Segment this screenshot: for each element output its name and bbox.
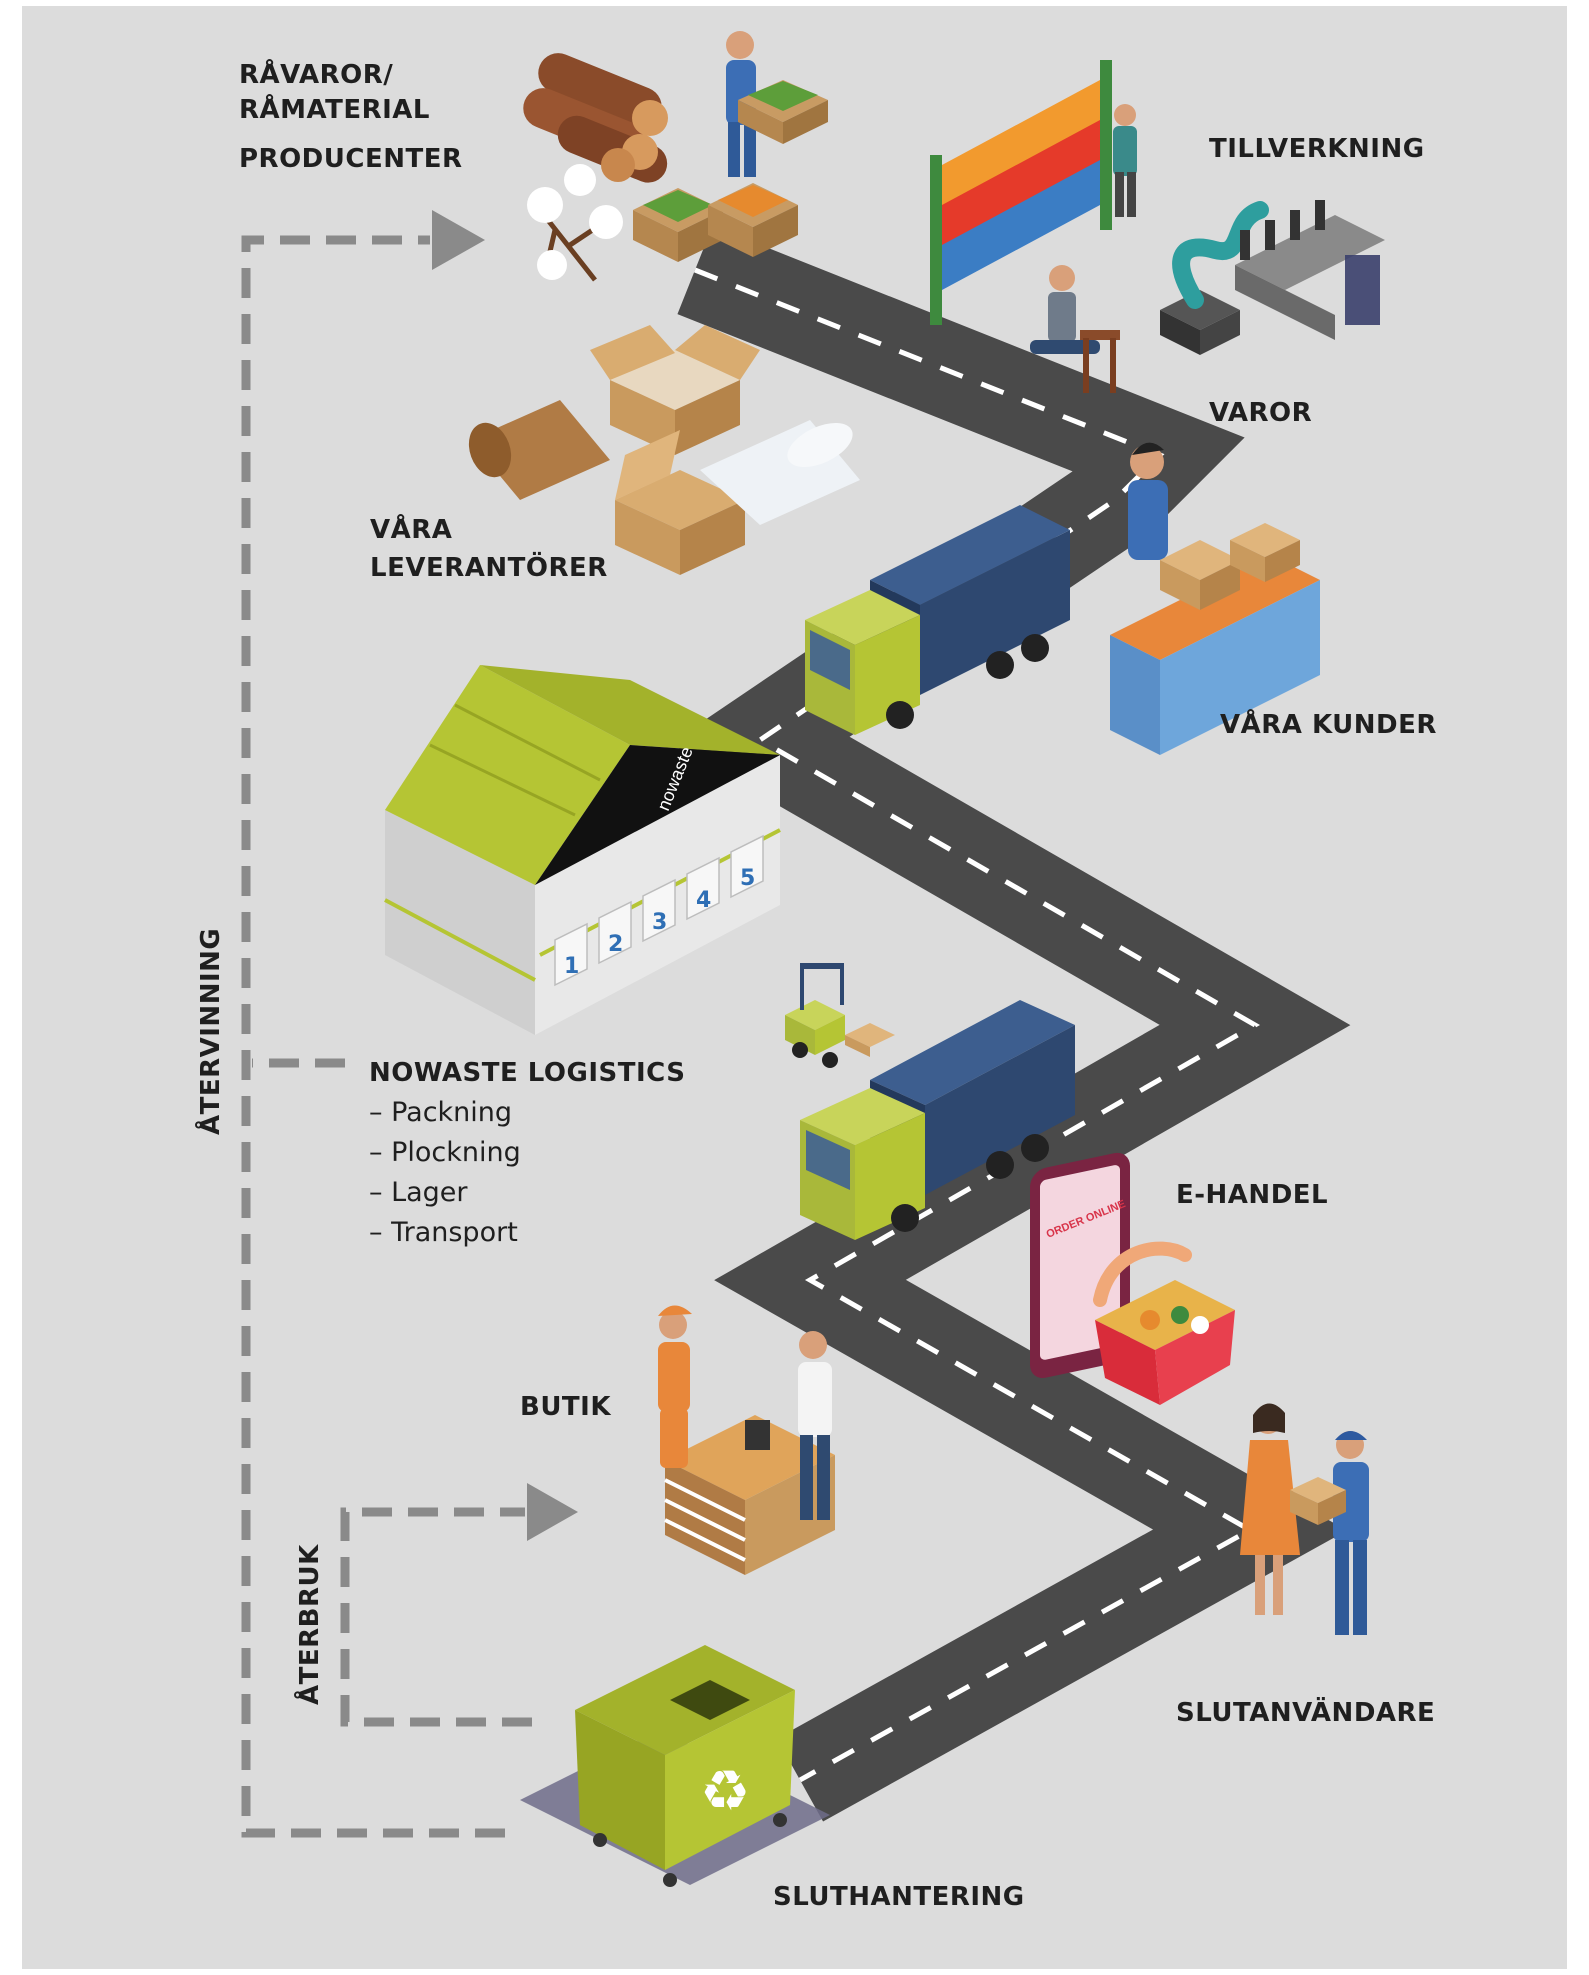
cardboard-box-icon: [590, 325, 760, 575]
label-raw-materials-2: RÅMATERIAL: [239, 95, 430, 125]
service-item: – Plockning: [369, 1137, 521, 1168]
recycling-arrowhead: [432, 210, 485, 270]
label-customers: VÅRA KUNDER: [1220, 710, 1437, 740]
warehouse-door-number: 5: [740, 866, 755, 891]
cashier-icon: [658, 1305, 835, 1575]
farmer-icon: [633, 31, 828, 262]
shopping-basket-icon: [1093, 1241, 1235, 1405]
service-item: – Lager: [369, 1177, 468, 1208]
reuse-arrowhead: [527, 1483, 578, 1541]
truck-icon: [800, 1000, 1075, 1240]
label-goods: VAROR: [1209, 398, 1313, 428]
label-shop: BUTIK: [520, 1392, 611, 1422]
customer-desk-icon: [1110, 442, 1320, 755]
warehouse-door: [642, 878, 676, 943]
carpenter-icon: [1030, 265, 1120, 393]
recycle-icon: ♻: [700, 1759, 750, 1824]
forklift-icon: [785, 963, 895, 1068]
bubble-wrap-icon: [700, 420, 860, 525]
label-company: NOWASTE LOGISTICS: [369, 1058, 686, 1088]
delivery-people-icon: [1240, 1403, 1369, 1635]
recycling-arrow: [241, 235, 505, 1838]
robot-arm-icon: [1160, 200, 1385, 355]
label-end-handling: SLUTHANTERING: [773, 1882, 1025, 1912]
log-pile-icon: [523, 53, 668, 183]
warehouse-door-number: 1: [564, 954, 579, 979]
warehouse-door-number: 4: [696, 888, 711, 913]
label-raw-materials-1: RÅVAROR/: [239, 60, 394, 90]
warehouse-door: [554, 922, 588, 987]
paper-roll-icon: [468, 400, 610, 500]
warehouse-door: [686, 856, 720, 921]
label-ecommerce: E-HANDEL: [1176, 1180, 1329, 1210]
service-item: – Transport: [369, 1217, 518, 1248]
label-manufacturing: TILLVERKNING: [1209, 134, 1425, 164]
label-suppliers-1: VÅRA: [370, 515, 453, 545]
label-end-user: SLUTANVÄNDARE: [1176, 1698, 1436, 1728]
warehouse-doors: 1 2 3 4 5: [554, 834, 764, 987]
warehouse-door: [730, 834, 764, 899]
label-recycling: ÅTERVINNING: [196, 927, 226, 1135]
cotton-icon: [527, 164, 623, 282]
warehouse-door-number: 3: [652, 910, 667, 935]
warehouse-door: [598, 900, 632, 965]
reuse-arrow: [340, 1507, 532, 1727]
recycle-bin-icon: [520, 1645, 830, 1887]
label-reuse: ÅTERBRUK: [295, 1544, 325, 1705]
warehouse-door-number: 2: [608, 932, 623, 957]
fabric-machine-icon: [930, 60, 1137, 325]
truck-icon: [805, 505, 1070, 735]
label-producers: PRODUCENTER: [239, 144, 463, 174]
service-item: – Packning: [369, 1097, 513, 1128]
label-suppliers-2: LEVERANTÖRER: [370, 553, 608, 583]
